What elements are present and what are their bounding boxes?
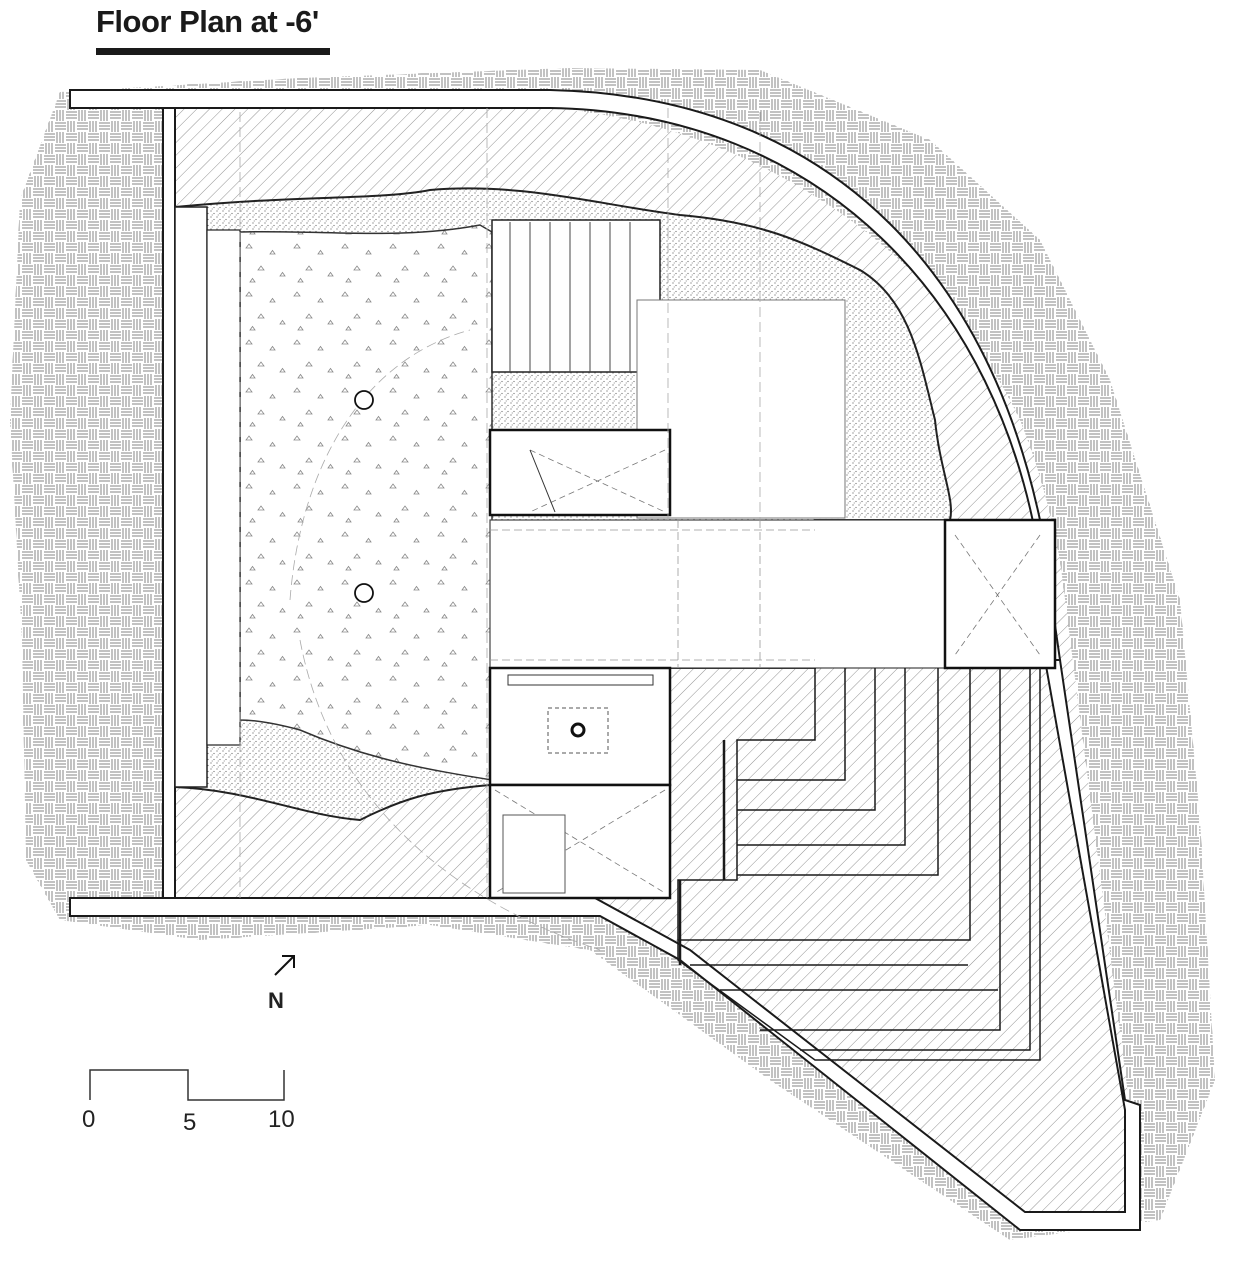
east-doorway bbox=[943, 518, 1057, 670]
west-bench bbox=[174, 206, 208, 788]
southeast-steps bbox=[677, 668, 1041, 1061]
south-east-wall bbox=[69, 659, 1141, 1231]
central-corridor bbox=[489, 519, 946, 669]
speckled-floor bbox=[239, 224, 493, 781]
north-stair bbox=[491, 219, 661, 373]
north-arrow: N bbox=[268, 955, 295, 1013]
scale-tick-0: 0 bbox=[82, 1106, 95, 1133]
floor-drain-icon bbox=[570, 722, 586, 738]
scale-tick-10: 10 bbox=[268, 1106, 295, 1133]
column-south bbox=[354, 583, 374, 603]
west-wall bbox=[162, 107, 176, 899]
north-label: N bbox=[268, 988, 284, 1013]
north-arrow-icon bbox=[274, 955, 295, 976]
title-underline bbox=[96, 48, 330, 55]
mechanical-room bbox=[488, 666, 672, 787]
west-bench-step bbox=[206, 229, 241, 746]
plan-title: Floor Plan at -6' bbox=[96, 4, 319, 39]
south-storage bbox=[488, 783, 672, 900]
scale-tick-5: 5 bbox=[183, 1109, 196, 1136]
scale-bar: 0 5 10 bbox=[82, 1069, 295, 1136]
north-landing bbox=[636, 299, 846, 519]
stair-closet bbox=[488, 428, 672, 517]
column-north bbox=[354, 390, 374, 410]
guide-lines bbox=[239, 108, 761, 951]
